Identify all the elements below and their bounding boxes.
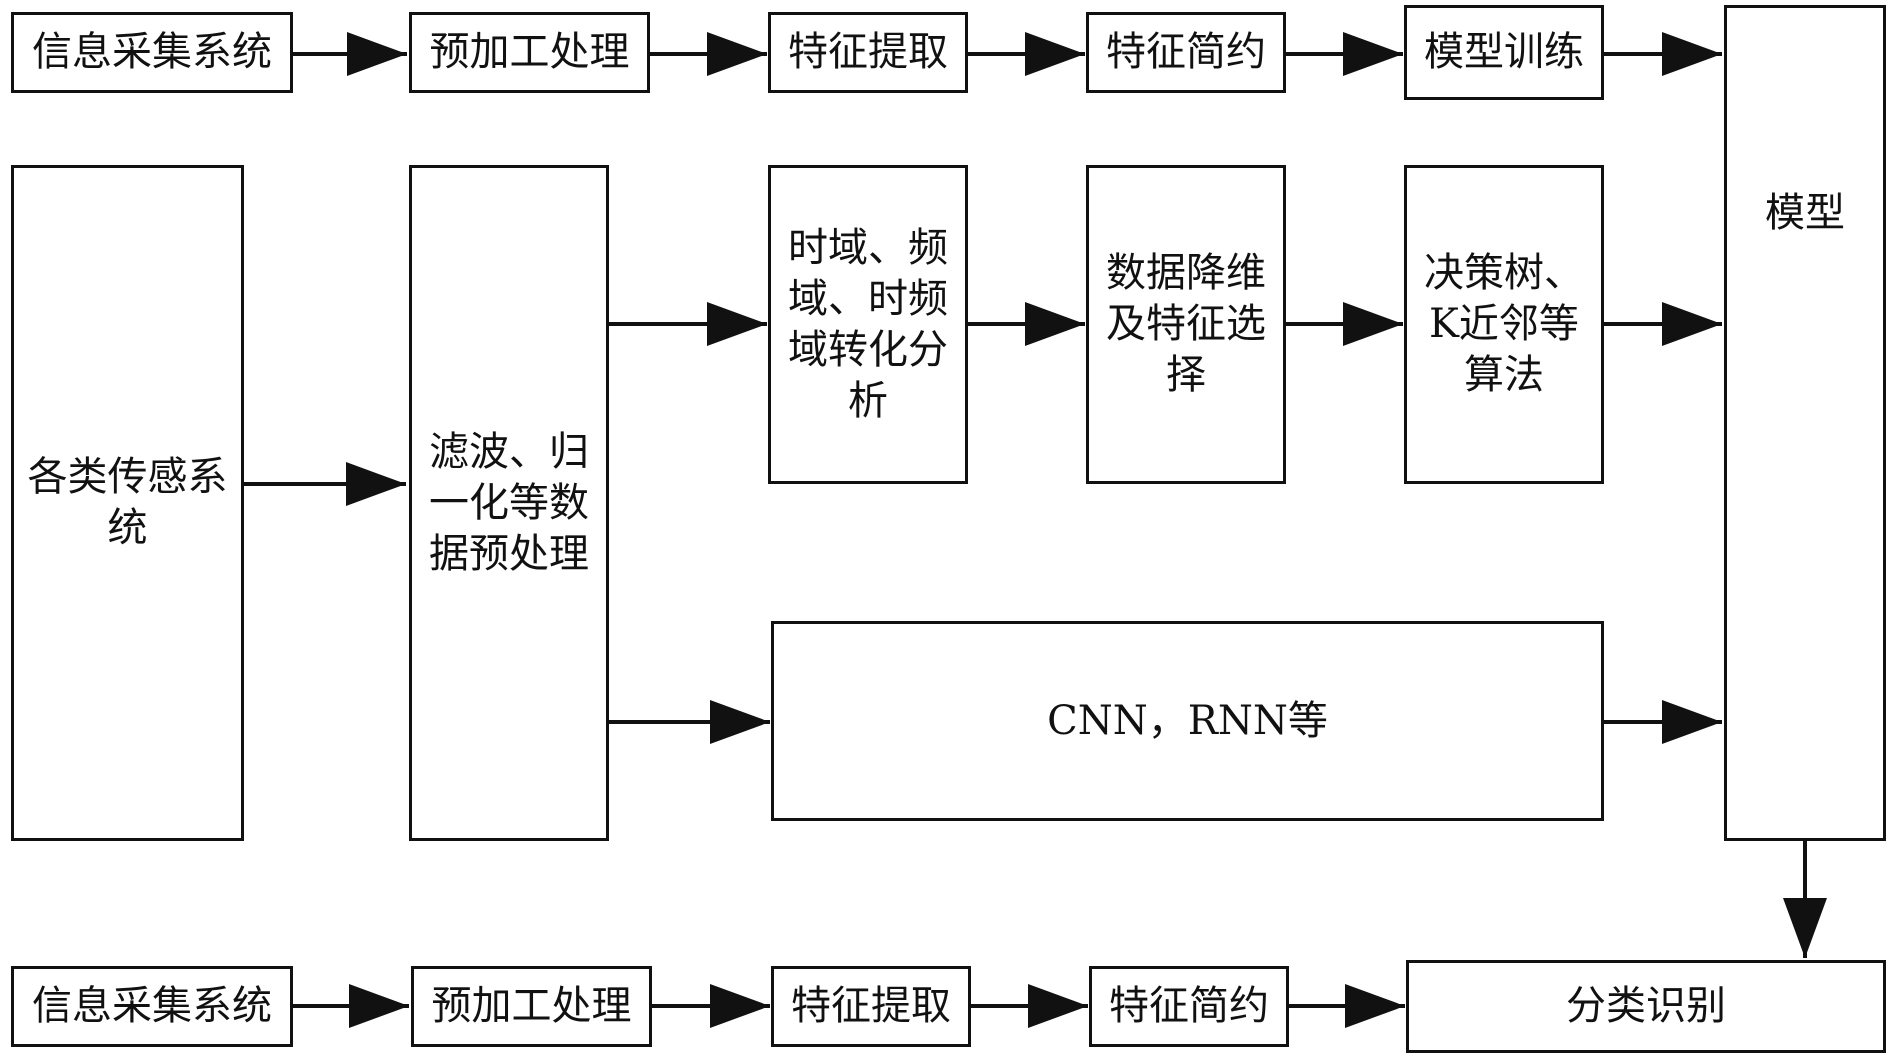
algo-label: 决策树、K近邻等算法 xyxy=(1424,250,1584,398)
preprocess-box: 滤波、归一化等数据预处理 xyxy=(409,165,609,841)
top-feature-reduce-label: 特征简约 xyxy=(1106,29,1266,75)
top-model-training-label: 模型训练 xyxy=(1424,29,1584,75)
top-info-collection-label: 信息采集系统 xyxy=(32,29,272,75)
algo-box: 决策树、K近邻等算法 xyxy=(1404,165,1604,484)
model-label: 模型 xyxy=(1765,189,1845,236)
reduce-label: 数据降维及特征选择 xyxy=(1106,250,1266,398)
sensors-label: 各类传感系统 xyxy=(27,454,228,551)
reduce-box: 数据降维及特征选择 xyxy=(1086,165,1286,484)
top-preprocess-label: 预加工处理 xyxy=(429,29,630,75)
transform-label: 时域、频域、时频域转化分析 xyxy=(788,224,948,424)
model-box: 模型 xyxy=(1724,5,1886,841)
deep-learning-box: CNN，RNN等 xyxy=(771,621,1604,821)
deep-learning-label: CNN，RNN等 xyxy=(1047,697,1328,744)
preprocess-label: 滤波、归一化等数据预处理 xyxy=(429,428,589,577)
bottom-info-collection-label: 信息采集系统 xyxy=(32,983,272,1029)
top-feature-reduce-box: 特征简约 xyxy=(1086,12,1286,93)
classify-box: 分类识别 xyxy=(1406,960,1886,1053)
top-feature-extract-box: 特征提取 xyxy=(768,12,968,93)
bottom-preprocess-box: 预加工处理 xyxy=(411,966,652,1047)
transform-box: 时域、频域、时频域转化分析 xyxy=(768,165,968,484)
top-preprocess-box: 预加工处理 xyxy=(409,12,650,93)
classify-label: 分类识别 xyxy=(1566,983,1726,1029)
top-feature-extract-label: 特征提取 xyxy=(788,29,948,75)
bottom-preprocess-label: 预加工处理 xyxy=(431,983,632,1029)
top-info-collection-box: 信息采集系统 xyxy=(11,12,293,93)
bottom-feature-extract-box: 特征提取 xyxy=(771,966,971,1047)
top-model-training-box: 模型训练 xyxy=(1404,5,1604,100)
sensors-box: 各类传感系统 xyxy=(11,165,244,841)
bottom-feature-reduce-box: 特征简约 xyxy=(1089,966,1289,1047)
bottom-feature-extract-label: 特征提取 xyxy=(791,983,951,1029)
bottom-info-collection-box: 信息采集系统 xyxy=(11,966,293,1047)
bottom-feature-reduce-label: 特征简约 xyxy=(1109,983,1269,1029)
